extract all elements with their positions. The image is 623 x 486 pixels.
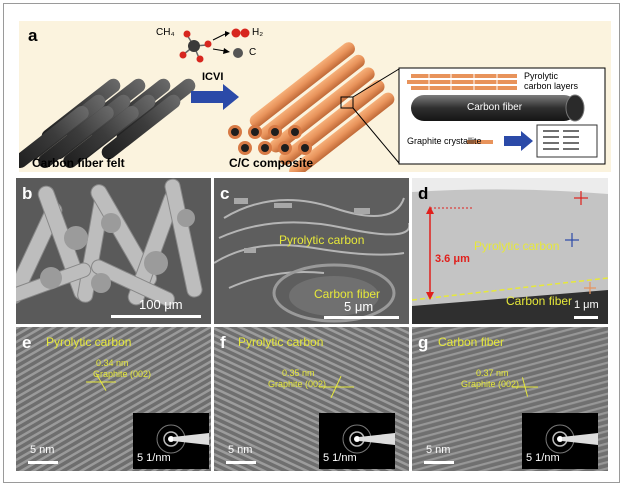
carbon-fiber-felt-icon bbox=[19, 78, 196, 169]
panel-c-sem-image: c Pyrolytic carbon Carbon fiber 5 μm bbox=[214, 178, 409, 324]
panel-d-pyrolytic-label: Pyrolytic carbon bbox=[474, 239, 560, 253]
panel-c-scale-label: 5 μm bbox=[344, 299, 374, 314]
panel-b-sem-image: b 100 μm bbox=[16, 178, 211, 324]
carbon-fiber-felt-label: Carbon fiber felt bbox=[32, 156, 125, 170]
panel-g-hrtem-image: g Carbon fiber 0.37 nm Graphite (002) 5 … bbox=[412, 327, 608, 471]
panel-e-hrtem-image: e Pyrolytic carbon 0.34 nm Graphite (002… bbox=[16, 327, 211, 471]
panel-f-scale-label: 5 nm bbox=[228, 444, 253, 456]
panel-f-letter: f bbox=[220, 333, 226, 352]
crystallite-arrow-icon bbox=[504, 131, 533, 151]
panel-b-scale-label: 100 μm bbox=[139, 297, 183, 312]
panel-g-letter: g bbox=[418, 333, 429, 352]
panel-f-title: Pyrolytic carbon bbox=[238, 335, 324, 349]
panel-g-saed-inset: 5 1/nm bbox=[522, 413, 598, 469]
icvi-label: ICVI bbox=[202, 71, 224, 83]
panel-d-letter: d bbox=[418, 184, 429, 203]
carbon-atom-icon bbox=[233, 48, 243, 58]
pyrolytic-layers-icon bbox=[407, 74, 517, 90]
hydrogen-molecule-icon bbox=[231, 28, 250, 38]
panel-c-fiber-label: Carbon fiber bbox=[314, 287, 381, 301]
panel-f-saed-inset: 5 1/nm bbox=[319, 413, 395, 469]
panel-f-inset-scale: 5 1/nm bbox=[323, 452, 357, 464]
pyrolytic-layers-label-1: Pyrolytic bbox=[524, 71, 559, 81]
panel-e-scalebar bbox=[28, 461, 58, 464]
panel-e-title: Pyrolytic carbon bbox=[46, 335, 132, 349]
h2-label: H₂ bbox=[252, 27, 264, 38]
panel-d-scale-label: 1 μm bbox=[574, 299, 599, 311]
panel-a-drawing bbox=[19, 28, 606, 172]
panel-g-scalebar bbox=[424, 461, 454, 464]
methane-molecule-icon bbox=[179, 30, 212, 63]
diffraction-pattern-icon bbox=[133, 413, 209, 469]
panel-e-letter: e bbox=[22, 333, 32, 352]
panel-c-pyrolytic-label: Pyrolytic carbon bbox=[279, 233, 365, 247]
panel-d-thickness-label: 3.6 μm bbox=[435, 253, 470, 265]
carbon-fiber-label-a: Carbon fiber bbox=[467, 102, 523, 113]
panel-a-letter: a bbox=[28, 26, 38, 45]
panel-g-scale-label: 5 nm bbox=[426, 444, 451, 456]
sem-layered-texture bbox=[214, 178, 409, 324]
panel-e-scale-label: 5 nm bbox=[30, 444, 55, 456]
ch4-label: CH₄ bbox=[156, 27, 175, 38]
panel-f-spacing: 0.35 nm bbox=[282, 368, 315, 378]
graphite-crystallite-icon bbox=[467, 140, 493, 144]
panel-b-letter: b bbox=[22, 184, 33, 203]
panel-b-scalebar bbox=[111, 315, 201, 318]
diffraction-pattern-icon bbox=[522, 413, 598, 469]
panel-g-plane: Graphite (002) bbox=[461, 379, 520, 389]
tem-crosssection-texture bbox=[412, 178, 608, 324]
panel-d-scalebar bbox=[574, 316, 598, 319]
carbon-fiber-cylinder-icon bbox=[411, 94, 585, 122]
graphite-layers-icon bbox=[543, 130, 579, 150]
panel-d-tem-image: d 3.6 μm Pyrolytic carbon Carbon fiber 1… bbox=[412, 178, 608, 324]
panel-g-spacing: 0.37 nm bbox=[476, 368, 509, 378]
icvi-arrow-icon bbox=[191, 84, 239, 110]
panel-a-schematic: a bbox=[19, 21, 611, 172]
panel-e-inset-scale: 5 1/nm bbox=[137, 452, 171, 464]
panel-f-hrtem-image: f Pyrolytic carbon 0.35 nm Graphite (002… bbox=[214, 327, 409, 471]
panel-g-inset-scale: 5 1/nm bbox=[526, 452, 560, 464]
sem-fibers-texture bbox=[16, 178, 211, 324]
figure-frame: a bbox=[3, 3, 620, 483]
panel-f-scalebar bbox=[226, 461, 256, 464]
c-label: C bbox=[249, 47, 257, 58]
panel-e-spacing: 0.34 nm bbox=[96, 358, 129, 368]
panel-d-fiber-label: Carbon fiber bbox=[506, 294, 573, 308]
cc-composite-icon bbox=[228, 42, 395, 172]
panel-e-saed-inset: 5 1/nm bbox=[133, 413, 209, 469]
panel-g-title: Carbon fiber bbox=[438, 335, 505, 349]
graphite-crystallite-label: Graphite crystallite bbox=[407, 136, 482, 146]
panel-c-scalebar bbox=[324, 316, 399, 319]
diffraction-pattern-icon bbox=[319, 413, 395, 469]
pyrolytic-layers-label-2: carbon layers bbox=[524, 81, 579, 91]
panel-c-letter: c bbox=[220, 184, 230, 203]
panel-e-plane: Graphite (002) bbox=[93, 369, 152, 379]
panel-f-plane: Graphite (002) bbox=[268, 379, 327, 389]
cc-composite-label: C/C composite bbox=[229, 156, 314, 170]
